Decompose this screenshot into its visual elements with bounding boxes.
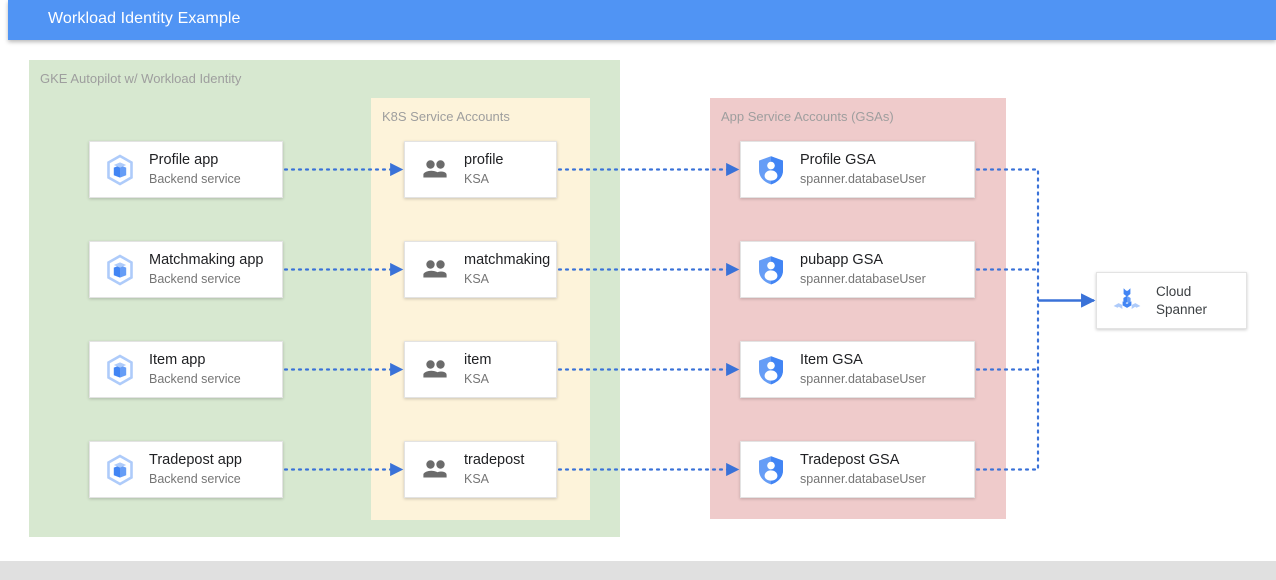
gke-container-icon [101,351,139,389]
node-title: Tradepost GSA [800,452,900,468]
node-title-line2: Spanner [1156,301,1208,317]
node-title: item [464,352,492,368]
node-ksa-matchmaking[interactable]: matchmaking KSA [404,241,557,298]
node-subtitle: spanner.databaseUser [800,472,926,486]
node-ksa-item[interactable]: item KSA [404,341,557,398]
node-title: Matchmaking app [149,252,264,268]
people-group-icon [416,451,454,489]
node-gsa-profile-text: Profile GSA spanner.databaseUser [800,151,974,188]
node-app-profile-text: Profile app Backend service [149,151,282,188]
node-app-matchmaking-text: Matchmaking app Backend service [149,251,282,288]
node-title: pubapp GSA [800,252,884,268]
node-subtitle: spanner.databaseUser [800,272,926,286]
node-gsa-item-text: Item GSA spanner.databaseUser [800,351,974,388]
node-title: tradepost [464,452,525,468]
node-subtitle: KSA [464,472,490,486]
node-title: Profile GSA [800,152,876,168]
people-group-icon [416,151,454,189]
node-ksa-profile-text: profile KSA [464,151,556,188]
node-ksa-item-text: item KSA [464,351,556,388]
node-ksa-matchmaking-text: matchmaking KSA [464,251,556,288]
diagram-canvas: GKE Autopilot w/ Workload Identity K8S S… [0,40,1276,561]
node-subtitle: spanner.databaseUser [800,372,926,386]
node-ksa-tradepost-text: tradepost KSA [464,451,556,488]
node-gsa-item[interactable]: Item GSA spanner.databaseUser [740,341,975,398]
node-title-line1: Cloud [1156,283,1192,299]
group-app-service-accounts-label: App Service Accounts (GSAs) [721,109,894,124]
node-cloud-spanner-text: Cloud Spanner [1156,283,1246,319]
iam-shield-person-icon [752,451,790,489]
people-group-icon [416,351,454,389]
group-k8s-service-accounts-label: K8S Service Accounts [382,109,510,124]
node-app-matchmaking[interactable]: Matchmaking app Backend service [89,241,283,298]
node-app-tradepost[interactable]: Tradepost app Backend service [89,441,283,498]
gke-container-icon [101,451,139,489]
node-subtitle: Backend service [149,372,241,386]
node-title: Item app [149,352,206,368]
people-group-icon [416,251,454,289]
iam-shield-person-icon [752,351,790,389]
iam-shield-person-icon [752,251,790,289]
node-ksa-tradepost[interactable]: tradepost KSA [404,441,557,498]
node-cloud-spanner[interactable]: Cloud Spanner [1096,272,1247,329]
node-subtitle: KSA [464,272,490,286]
node-gsa-tradepost[interactable]: Tradepost GSA spanner.databaseUser [740,441,975,498]
node-subtitle: KSA [464,172,490,186]
node-app-item[interactable]: Item app Backend service [89,341,283,398]
node-subtitle: spanner.databaseUser [800,172,926,186]
footer-strip [0,561,1276,580]
node-subtitle: KSA [464,372,490,386]
group-gke-autopilot-label: GKE Autopilot w/ Workload Identity [40,71,242,86]
node-gsa-pubapp[interactable]: pubapp GSA spanner.databaseUser [740,241,975,298]
node-title: matchmaking [464,252,551,268]
node-ksa-profile[interactable]: profile KSA [404,141,557,198]
node-title: Tradepost app [149,452,242,468]
node-app-tradepost-text: Tradepost app Backend service [149,451,282,488]
node-app-item-text: Item app Backend service [149,351,282,388]
node-gsa-tradepost-text: Tradepost GSA spanner.databaseUser [800,451,974,488]
node-subtitle: Backend service [149,172,241,186]
node-gsa-profile[interactable]: Profile GSA spanner.databaseUser [740,141,975,198]
node-subtitle: Backend service [149,472,241,486]
node-title: Item GSA [800,352,863,368]
node-app-profile[interactable]: Profile app Backend service [89,141,283,198]
cloud-spanner-icon [1108,282,1146,320]
node-title: Profile app [149,152,219,168]
gke-container-icon [101,151,139,189]
app-header-bar: Workload Identity Example [8,0,1276,40]
node-title: profile [464,152,504,168]
iam-shield-person-icon [752,151,790,189]
gke-container-icon [101,251,139,289]
page-title: Workload Identity Example [48,10,241,27]
node-gsa-pubapp-text: pubapp GSA spanner.databaseUser [800,251,974,288]
node-subtitle: Backend service [149,272,241,286]
